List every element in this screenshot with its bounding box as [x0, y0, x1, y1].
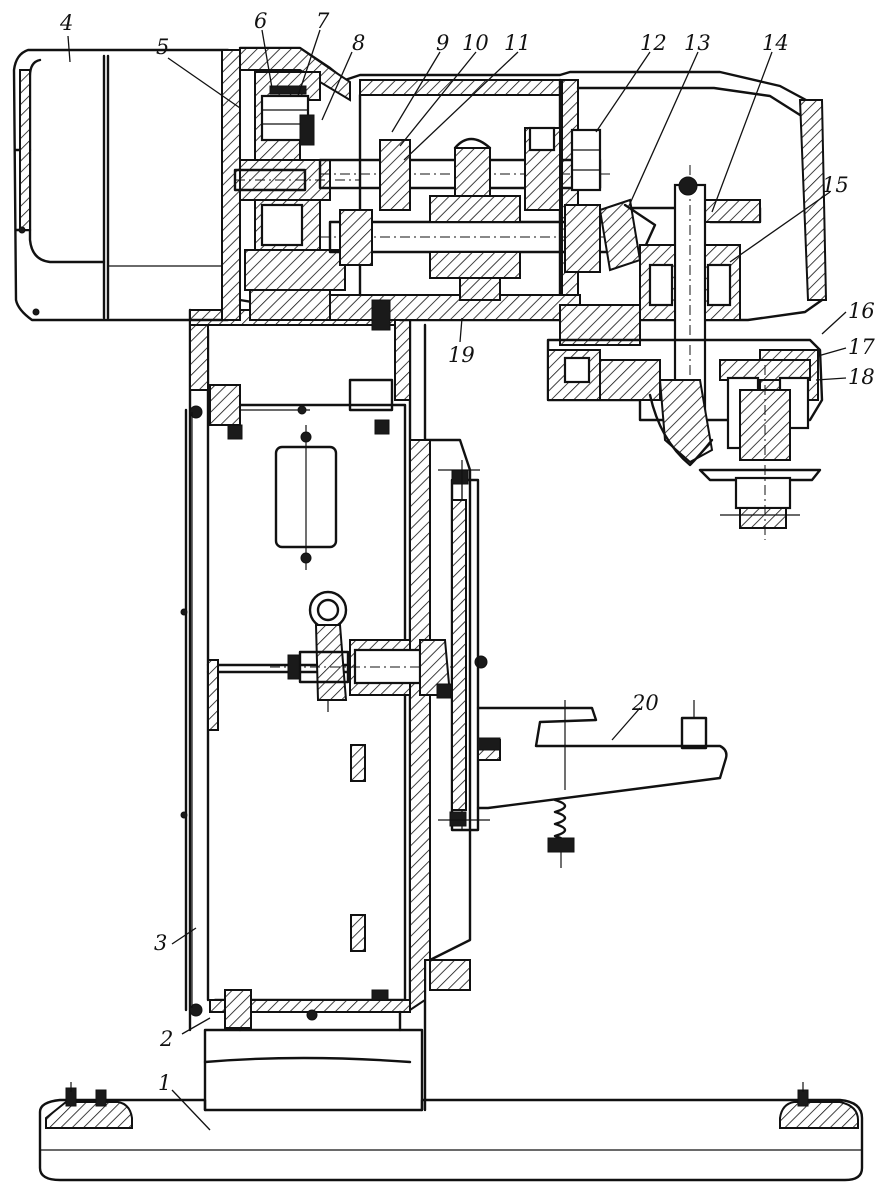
callout-2: 2 — [159, 1027, 173, 1051]
lower-head — [546, 338, 824, 540]
callout-18: 18 — [848, 365, 875, 389]
callout-5: 5 — [156, 35, 169, 59]
callout-11: 11 — [504, 31, 531, 55]
clutch-assembly — [233, 71, 360, 291]
leader-lines — [67, 29, 847, 1131]
callout-20: 20 — [631, 691, 659, 715]
callout-12: 12 — [640, 31, 667, 55]
callout-13: 13 — [684, 31, 711, 55]
callout-6: 6 — [254, 9, 267, 33]
motor — [12, 48, 241, 322]
door-panel — [180, 408, 219, 1012]
column-body — [188, 308, 472, 1112]
callout-14: 14 — [762, 31, 789, 55]
base-plate — [38, 1082, 864, 1182]
vertical-slide — [438, 460, 490, 832]
callout-3: 3 — [154, 931, 167, 955]
callout-8: 8 — [352, 31, 365, 55]
work-table — [476, 700, 728, 868]
callout-9: 9 — [436, 31, 449, 55]
callout-7: 7 — [316, 9, 330, 33]
callout-10: 10 — [462, 31, 489, 55]
callout-labels: 1 2 3 4 5 6 7 8 9 10 11 12 13 14 15 16 1… — [59, 9, 875, 1095]
callout-19: 19 — [448, 343, 475, 367]
callout-1: 1 — [158, 1071, 171, 1095]
callout-17: 17 — [848, 335, 875, 359]
callout-16: 16 — [848, 299, 875, 323]
gear-train — [318, 126, 657, 331]
callout-15: 15 — [822, 173, 849, 197]
callout-4: 4 — [59, 11, 73, 35]
lift-mechanism — [270, 590, 488, 712]
